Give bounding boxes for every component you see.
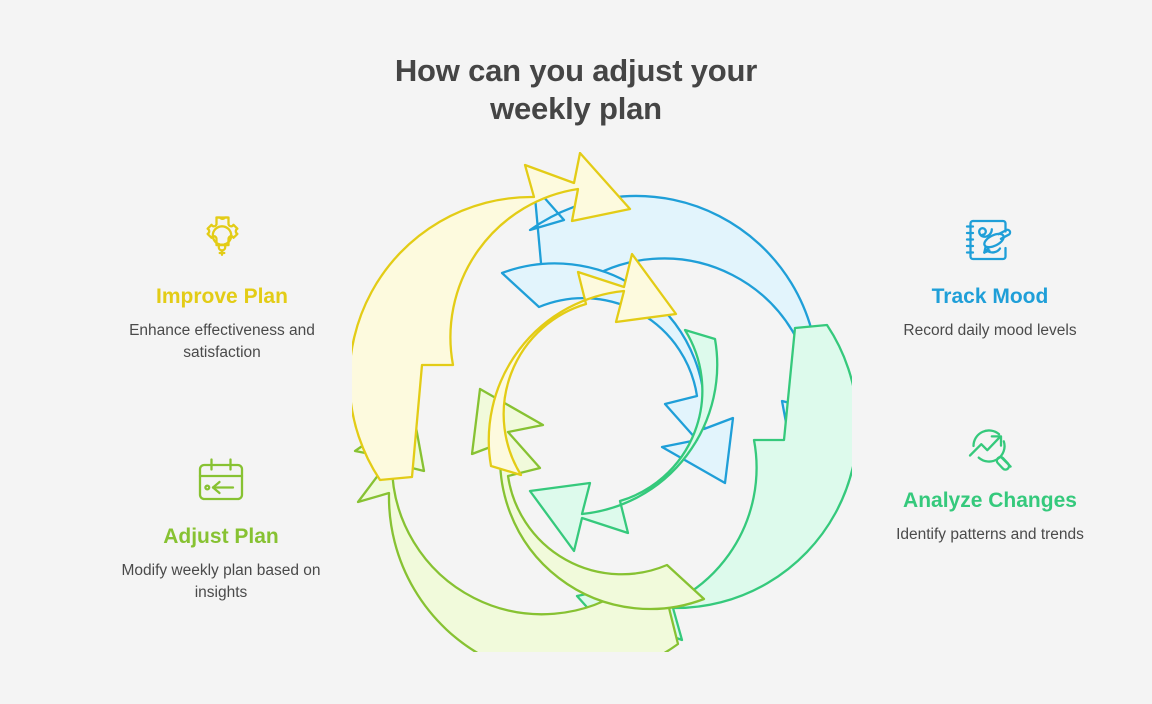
quadrant-description-adjust-plan: Modify weekly plan based on insights <box>121 561 321 601</box>
quadrant-adjust-plan: Adjust Plan Modify weekly plan based on … <box>96 448 346 604</box>
cycle-diagram <box>352 152 852 652</box>
quadrant-improve-plan: Improve Plan Enhance effectiveness and s… <box>97 208 347 364</box>
quadrant-description-analyze-changes: Identify patterns and trends <box>896 525 1084 543</box>
magnifier-trend-icon <box>958 412 1022 476</box>
calendar-arrow-icon <box>189 448 253 512</box>
quadrant-track-mood: Track Mood Record daily mood levels <box>865 208 1115 342</box>
quadrant-title-track-mood: Track Mood <box>931 285 1049 308</box>
cycle-segment-analyze-changes[interactable] <box>528 323 852 652</box>
page-title: How can you adjust your weekly plan <box>0 52 1152 128</box>
notebook-pen-icon <box>958 208 1022 272</box>
page-title-line-2: weekly plan <box>490 90 662 126</box>
quadrant-title-improve-plan: Improve Plan <box>156 285 288 308</box>
gear-lightbulb-icon <box>190 208 254 272</box>
quadrant-description-track-mood: Record daily mood levels <box>903 321 1077 339</box>
quadrant-analyze-changes: Analyze Changes Identify patterns and tr… <box>865 412 1115 546</box>
cycle-segment-improve-plan[interactable] <box>352 152 678 482</box>
quadrant-description-improve-plan: Enhance effectiveness and satisfaction <box>129 321 315 361</box>
quadrant-title-adjust-plan: Adjust Plan <box>163 525 279 548</box>
page-title-line-1: How can you adjust your <box>394 53 758 88</box>
quadrant-title-analyze-changes: Analyze Changes <box>903 489 1077 512</box>
